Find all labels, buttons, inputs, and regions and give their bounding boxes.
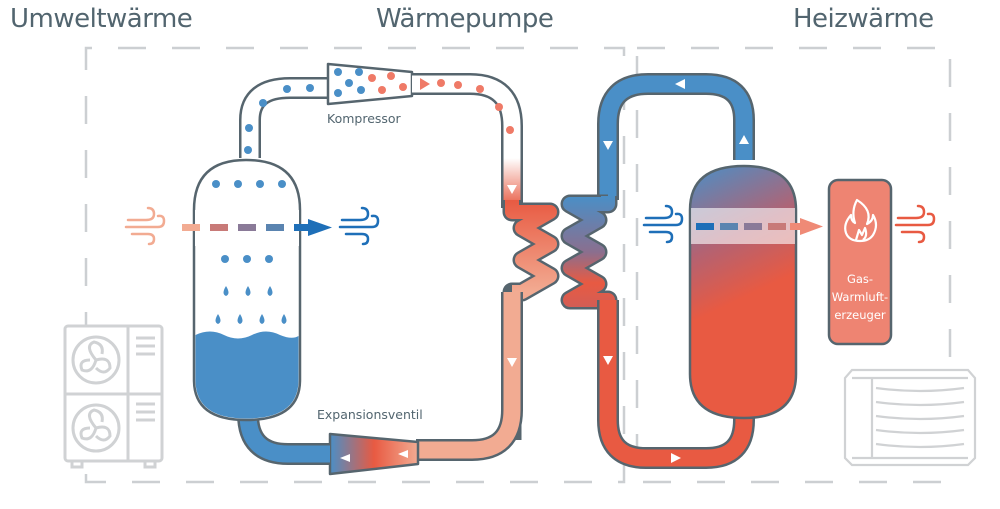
flow-arrow-icon [739,135,749,144]
flame-icon [844,198,878,243]
expansion-valve [328,432,420,476]
heating-return-pipe [597,73,755,200]
wind-icon [642,204,684,244]
wind-icon [338,206,380,246]
flow-arrow-icon [420,78,430,90]
section-box-left [84,46,626,484]
flow-arrow-icon [603,141,613,150]
wind-icon [894,204,936,244]
suction-pipe [239,77,334,158]
flow-arrow-icon [507,185,517,194]
title-heizwaerme: Heizwärme [793,4,934,34]
title-waermepumpe: Wärmepumpe [376,4,554,34]
gas-heater-label-line3: erzeuger [834,308,886,322]
flow-arrow-icon [603,356,613,365]
wind-icon [124,206,166,246]
section-box-right [635,46,952,484]
gas-heater-label-line1: Gas- [846,272,874,286]
flow-arrow-icon [675,79,685,89]
heater-unit-icon [843,368,977,467]
liquid-pipe [416,292,523,461]
compressor-label: Kompressor [327,111,401,126]
discharge-pipe [412,73,523,208]
droplet-icon [215,286,287,324]
gas-heater-label: Gas- Warmluft- erzeuger [828,270,892,324]
condenser-coil-water [560,194,618,320]
gas-heater-label-line2: Warmluft- [831,290,889,304]
gas-heater [827,178,893,346]
outdoor-unit-icon [63,324,164,469]
flow-arrow-icon [398,450,408,458]
air-flow-right [642,204,936,244]
flow-arrow-icon [507,358,517,367]
flow-arrow-icon [671,453,681,463]
air-flow-left [124,206,380,246]
compressor [326,62,414,106]
title-umweltwaerme: Umweltwärme [10,4,193,34]
heating-tank [688,164,798,420]
flow-arrow-icon [340,454,350,462]
expansion-valve-label: Expansionsventil [317,407,423,422]
evaporator-tank [192,158,302,422]
